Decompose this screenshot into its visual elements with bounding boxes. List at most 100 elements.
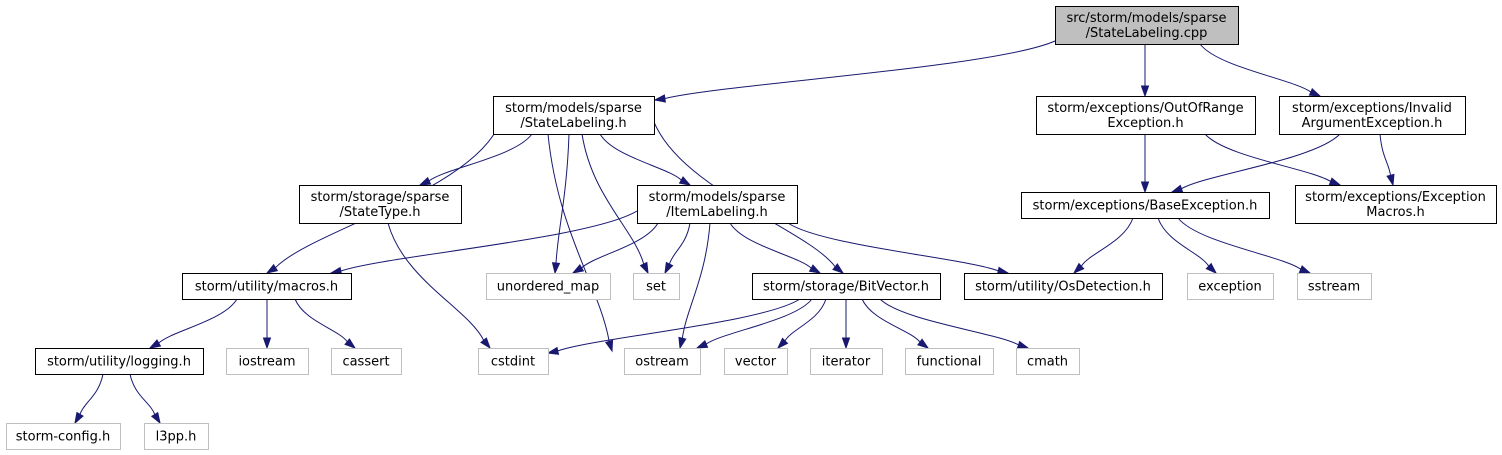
edge-line — [1177, 217, 1302, 270]
node-label: src/storm/models/sparse — [1066, 11, 1226, 26]
arrowhead — [678, 176, 692, 186]
edge-statetype-to-cstdint — [387, 222, 491, 350]
node-box — [182, 273, 352, 300]
node-box — [493, 96, 655, 135]
node-logging[interactable]: storm/utility/logging.h — [35, 348, 204, 375]
node-label: set — [646, 280, 666, 295]
arrowhead — [571, 264, 585, 274]
node-box — [964, 273, 1163, 300]
node-box — [1036, 96, 1256, 135]
node-ostream: ostream — [624, 348, 701, 375]
arrowhead — [639, 261, 649, 275]
arrowhead — [1328, 177, 1342, 186]
node-label: /StateLabeling.h — [520, 116, 626, 131]
node-label: Exception.h — [1107, 116, 1183, 131]
edge-line — [294, 298, 348, 342]
edge-statelabeling_h-to-ostream — [547, 133, 614, 353]
arrowhead — [678, 336, 687, 350]
edge-line — [555, 133, 570, 264]
arrowhead — [1170, 184, 1184, 193]
node-box — [1295, 185, 1497, 224]
node-label: /StateLabeling.cpp — [1086, 26, 1208, 41]
node-osdetection[interactable]: storm/utility/OsDetection.h — [964, 273, 1163, 300]
node-box — [1055, 6, 1239, 45]
node-label: vector — [735, 355, 777, 370]
node-label: exception — [1198, 280, 1262, 295]
arrowhead — [418, 176, 432, 186]
arrowhead — [653, 94, 667, 103]
node-box — [905, 348, 994, 375]
node-functional: functional — [905, 348, 994, 375]
node-macros[interactable]: storm/utility/macros.h — [182, 273, 352, 300]
edge-line — [787, 222, 999, 272]
arrowhead — [1140, 85, 1150, 98]
arrowhead — [695, 340, 709, 349]
node-label: cmath — [1027, 355, 1068, 370]
edge-outofrange-to-baseexception — [1140, 134, 1150, 194]
node-box — [1187, 273, 1274, 300]
arrowhead — [480, 337, 491, 350]
arrowhead — [1308, 87, 1322, 97]
node-iostream: iostream — [226, 348, 309, 375]
edge-line — [1181, 133, 1341, 190]
arrowhead — [808, 264, 822, 274]
edge-line — [557, 298, 801, 352]
node-bitvector[interactable]: storm/storage/BitVector.h — [752, 273, 941, 300]
arrowhead — [604, 339, 614, 353]
node-baseexception[interactable]: storm/exceptions/BaseException.h — [1021, 192, 1270, 219]
node-box — [1021, 192, 1270, 219]
node-label: unordered_map — [497, 280, 600, 295]
node-statetype[interactable]: storm/storage/sparse/StateType.h — [299, 185, 462, 224]
edge-itemlabeling-to-macros — [329, 210, 638, 276]
node-exception: exception — [1187, 273, 1274, 300]
node-box — [724, 348, 788, 375]
edge-baseexception-to-sstream — [1177, 217, 1312, 274]
edge-logging-to-l3pp — [129, 373, 161, 425]
node-label: storm/models/sparse — [505, 101, 642, 116]
edge-line — [668, 222, 691, 265]
arrowhead — [265, 263, 279, 274]
edge-line — [387, 222, 485, 341]
arrowhead — [776, 337, 789, 350]
node-box — [1279, 96, 1466, 135]
edge-root-to-outofrange — [1140, 44, 1150, 98]
node-box — [752, 273, 941, 300]
edge-bitvector-to-cmath — [879, 298, 1030, 349]
edge-line — [158, 298, 238, 344]
arrowhead — [344, 338, 357, 349]
arrowhead — [1298, 265, 1312, 274]
edge-line — [79, 373, 104, 415]
node-label: storm/storage/BitVector.h — [763, 280, 929, 295]
edge-line — [1199, 43, 1312, 93]
node-label: ArgumentException.h — [1302, 116, 1443, 131]
edge-line — [340, 210, 638, 272]
edge-statelabeling_h-to-statetype — [418, 133, 533, 186]
node-sstream: sstream — [1297, 273, 1372, 300]
arrowhead — [546, 346, 560, 355]
edge-line — [664, 40, 1056, 100]
node-label: storm/utility/OsDetection.h — [975, 280, 1151, 295]
node-vector: vector — [724, 348, 788, 375]
node-itemlabeling[interactable]: storm/models/sparse/ItemLabeling.h — [637, 185, 798, 224]
arrowhead — [1140, 181, 1150, 194]
node-invalidarg[interactable]: storm/exceptions/InvalidArgumentExceptio… — [1279, 96, 1466, 135]
edge-statelabeling_h-to-unordered_map — [551, 133, 570, 275]
node-box — [226, 348, 309, 375]
edge-line — [1080, 217, 1134, 267]
node-label: storm/utility/macros.h — [195, 280, 338, 295]
edge-line — [1379, 133, 1392, 176]
arrowhead — [917, 338, 930, 349]
node-label: l3pp.h — [156, 430, 197, 445]
node-box — [633, 273, 680, 300]
node-storm-config: storm-config.h — [6, 423, 121, 450]
arrowhead — [262, 337, 272, 350]
node-statelabeling-h[interactable]: storm/models/sparse/StateLabeling.h — [493, 96, 655, 135]
edge-line — [1204, 133, 1331, 182]
node-cassert: cassert — [331, 348, 402, 375]
arrowhead — [664, 261, 674, 275]
edge-root-to-statelabeling_h — [653, 40, 1056, 103]
arrowhead — [148, 339, 162, 349]
arrowhead — [1072, 262, 1085, 275]
